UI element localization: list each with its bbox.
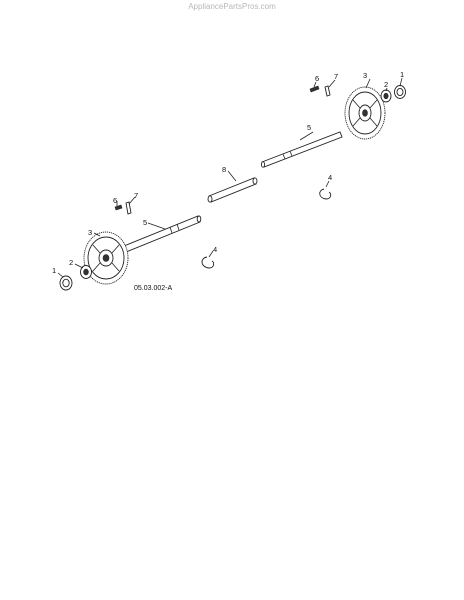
left-key[interactable] — [114, 204, 123, 211]
leader-lines — [57, 77, 403, 278]
watermark: AppliancePartsPros.com — [188, 2, 276, 11]
right-bushing[interactable] — [380, 89, 392, 103]
callout-left-pin: 7 — [134, 191, 138, 200]
left-shaft[interactable] — [123, 215, 202, 253]
callout-right-clip: 4 — [328, 173, 332, 182]
right-clip[interactable] — [319, 188, 332, 200]
left-clip[interactable] — [201, 256, 215, 269]
callout-left-bushing: 2 — [69, 258, 73, 267]
callout-right-washer: 1 — [400, 70, 404, 79]
left-pin[interactable] — [125, 201, 132, 215]
left-washer[interactable] — [59, 275, 73, 291]
callout-left-gear: 3 — [88, 228, 92, 237]
right-key[interactable] — [309, 85, 320, 93]
callout-left-shaft: 5 — [143, 218, 147, 227]
left-bushing[interactable] — [80, 265, 92, 279]
left-gear[interactable] — [83, 231, 129, 285]
callout-right-pin: 7 — [334, 72, 338, 81]
callout-center-sleeve: 8 — [222, 165, 226, 174]
right-washer[interactable] — [394, 85, 406, 99]
callout-right-shaft: 5 — [307, 123, 311, 132]
callout-right-bushing: 2 — [384, 80, 388, 89]
callout-left-clip: 4 — [213, 245, 217, 254]
callout-right-gear: 3 — [363, 71, 367, 80]
callout-right-key: 6 — [315, 74, 319, 83]
right-shaft[interactable] — [260, 131, 343, 168]
diagram-code: 05.03.002-A — [134, 285, 172, 292]
right-gear[interactable] — [344, 86, 386, 140]
callout-left-washer: 1 — [52, 266, 56, 275]
callout-left-key: 6 — [113, 196, 117, 205]
right-pin[interactable] — [324, 85, 331, 97]
center-sleeve[interactable] — [207, 177, 258, 203]
